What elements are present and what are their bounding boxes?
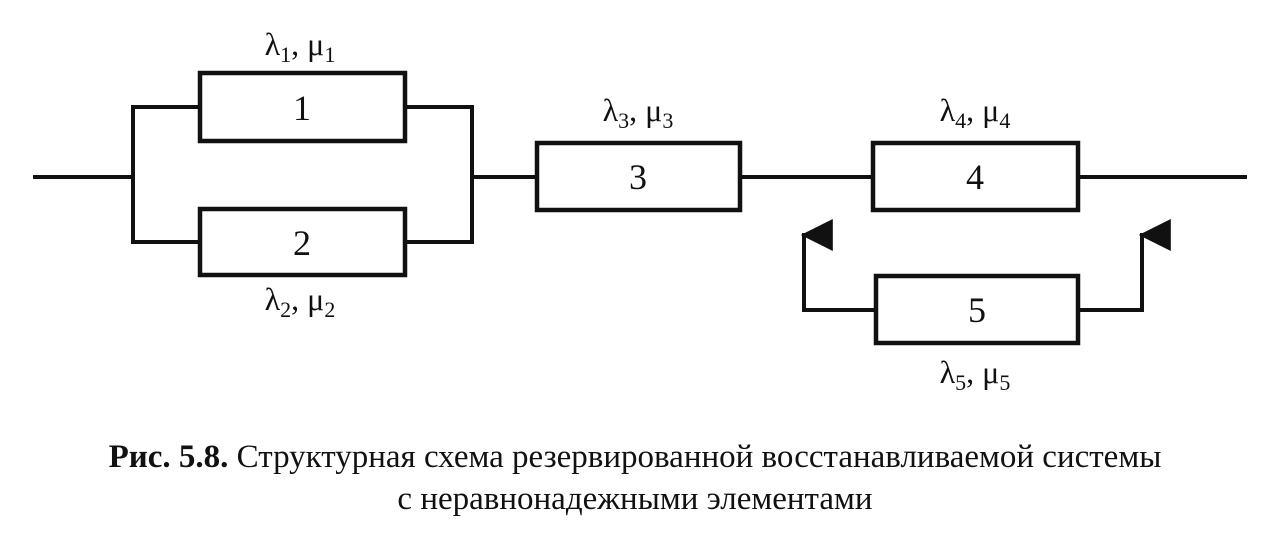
- standby-right-arrow: [1076, 219, 1171, 312]
- element-3: 3 λ3, μ3: [534, 92, 743, 213]
- element-2-label: 2: [293, 223, 311, 263]
- standby-left-arrow: [800, 219, 878, 312]
- reliability-block-diagram: 1 λ1, μ1 2 λ2, μ2 3 λ3, μ3 4 λ4, μ4 5 λ5…: [33, 26, 1247, 395]
- element-5: 5 λ5, μ5: [873, 273, 1081, 395]
- caption-line-2: с неравнонадежными элементами: [397, 481, 873, 517]
- element-5-box: [873, 273, 1081, 346]
- parallel-left-bus: [131, 105, 202, 244]
- connection-wires: [33, 105, 1247, 312]
- element-2: 2 λ2, μ2: [197, 206, 408, 322]
- element-5-params: λ5, μ5: [940, 354, 1011, 395]
- element-4-label: 4: [966, 157, 984, 197]
- element-5-label: 5: [968, 290, 986, 330]
- element-1-params: λ1, μ1: [265, 26, 336, 67]
- element-4: 4 λ4, μ4: [870, 92, 1081, 213]
- caption-title: Структурная схема резервированной восста…: [236, 439, 1162, 475]
- element-4-params: λ4, μ4: [940, 92, 1011, 133]
- element-4-box: [870, 140, 1081, 213]
- caption-line-1: Рис. 5.8. Структурная схема резервирован…: [0, 436, 1270, 478]
- element-2-params: λ2, μ2: [265, 281, 336, 322]
- figure-number: Рис. 5.8.: [108, 439, 229, 475]
- element-3-params: λ3, μ3: [603, 92, 674, 133]
- element-1-label: 1: [293, 88, 311, 128]
- element-3-label: 3: [629, 157, 647, 197]
- figure-caption: Рис. 5.8. Структурная схема резервирован…: [0, 436, 1270, 520]
- element-1-box: [197, 70, 408, 144]
- element-3-box: [534, 140, 743, 213]
- element-1: 1 λ1, μ1: [197, 26, 408, 144]
- parallel-right-bus: [403, 105, 474, 244]
- element-2-box: [197, 206, 408, 278]
